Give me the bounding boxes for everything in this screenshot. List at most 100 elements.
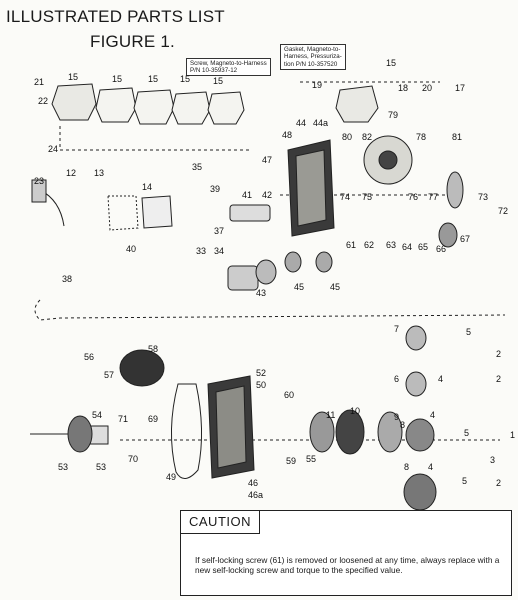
part-number-4: 4 <box>438 374 443 384</box>
cover-plate <box>141 195 173 229</box>
part-number-72: 72 <box>498 206 508 216</box>
screw-callout: Screw, Magneto-to-Harness P/N 10-35937-1… <box>186 58 271 77</box>
part-number-8: 8 <box>400 420 405 430</box>
part-number-49: 49 <box>166 472 176 482</box>
part-number-14: 14 <box>142 182 152 192</box>
alignment-line <box>34 299 506 321</box>
shaft-gear <box>67 415 93 453</box>
part-number-45: 45 <box>330 282 340 292</box>
part-number-66: 66 <box>436 244 446 254</box>
clutch-disc <box>309 411 335 453</box>
part-number-41: 41 <box>242 190 252 200</box>
part-number-53: 53 <box>58 462 68 472</box>
part-number-23: 23 <box>34 176 44 186</box>
part-number-8: 8 <box>404 462 409 472</box>
part-number-17: 17 <box>455 83 465 93</box>
part-number-46a: 46a <box>248 490 263 500</box>
part-number-20: 20 <box>422 83 432 93</box>
part-number-80: 80 <box>342 132 352 142</box>
part-number-10: 10 <box>350 406 360 416</box>
clutch-disc <box>335 409 365 455</box>
part-number-74: 74 <box>340 192 350 202</box>
part-number-39: 39 <box>210 184 220 194</box>
page-title: ILLUSTRATED PARTS LIST <box>6 7 225 26</box>
magneto-cap <box>133 89 175 125</box>
part-number-57: 57 <box>104 370 114 380</box>
part-number-76: 76 <box>408 192 418 202</box>
gasket-callout: Gasket, Magneto-to- Harness, Pressuriza-… <box>280 44 346 71</box>
part-number-43: 43 <box>256 288 266 298</box>
magneto-cap <box>171 91 211 125</box>
part-number-40: 40 <box>126 244 136 254</box>
gasket-callout-line: tion P/N 10-357520 <box>284 60 338 68</box>
part-number-1: 1 <box>510 430 515 440</box>
capacitor-part <box>227 265 259 291</box>
part-number-5: 5 <box>464 428 469 438</box>
part-number-4: 4 <box>428 462 433 472</box>
impulse-coupling <box>405 418 435 452</box>
part-number-45: 45 <box>294 282 304 292</box>
part-number-2: 2 <box>496 349 501 359</box>
part-number-5: 5 <box>466 327 471 337</box>
part-number-15: 15 <box>386 58 396 68</box>
screw-callout-line: P/N 10-35937-12 <box>190 67 238 75</box>
part-number-22: 22 <box>38 96 48 106</box>
part-number-54: 54 <box>92 410 102 420</box>
harness-connector <box>31 179 47 203</box>
part-number-69: 69 <box>148 414 158 424</box>
part-number-48: 48 <box>282 130 292 140</box>
part-number-75: 75 <box>362 192 372 202</box>
part-number-70: 70 <box>128 454 138 464</box>
part-number-6: 6 <box>394 374 399 384</box>
lower-housing-face <box>215 385 247 469</box>
part-number-35: 35 <box>192 162 202 172</box>
part-number-7: 7 <box>394 324 399 334</box>
part-number-77: 77 <box>428 192 438 202</box>
gasket-loop <box>171 383 203 479</box>
part-number-52: 52 <box>256 368 266 378</box>
part-number-15: 15 <box>68 72 78 82</box>
part-number-62: 62 <box>364 240 374 250</box>
spring-part <box>315 251 333 273</box>
part-number-56: 56 <box>84 352 94 362</box>
caution-heading: CAUTION <box>181 511 260 534</box>
part-number-73: 73 <box>478 192 488 202</box>
part-number-19: 19 <box>312 80 322 90</box>
magneto-cap <box>207 91 245 125</box>
part-number-81: 81 <box>452 132 462 142</box>
part-number-3: 3 <box>490 455 495 465</box>
part-number-18: 18 <box>398 83 408 93</box>
caution-box: CAUTION If self-locking screw (61) is re… <box>180 510 512 596</box>
part-number-15: 15 <box>112 74 122 84</box>
part-number-34: 34 <box>214 246 224 256</box>
screw-callout-line: Screw, Magneto-to-Harness <box>190 60 267 67</box>
part-number-47: 47 <box>262 155 272 165</box>
magneto-cap <box>51 83 97 121</box>
part-number-44: 44 <box>296 118 306 128</box>
part-number-64: 64 <box>402 242 412 252</box>
part-number-38: 38 <box>62 274 72 284</box>
gasket-callout-line: Gasket, Magneto-to- <box>284 46 341 53</box>
drive-hub <box>405 371 427 397</box>
part-number-9: 9 <box>394 412 399 422</box>
part-number-2: 2 <box>496 478 501 488</box>
part-number-24: 24 <box>48 144 58 154</box>
housing-face <box>295 149 327 227</box>
part-number-79: 79 <box>388 110 398 120</box>
part-number-37: 37 <box>214 226 224 236</box>
part-number-11: 11 <box>326 410 335 420</box>
part-number-60: 60 <box>284 390 294 400</box>
part-number-15: 15 <box>180 74 190 84</box>
clutch-disc <box>377 411 403 453</box>
part-number-53: 53 <box>96 462 106 472</box>
gasket-outline <box>107 195 139 231</box>
magneto-cap <box>95 87 137 123</box>
rotor-magnet <box>119 349 165 387</box>
figure-label: FIGURE 1. <box>90 32 175 51</box>
part-number-58: 58 <box>148 344 158 354</box>
part-number-61: 61 <box>346 240 356 250</box>
part-number-65: 65 <box>418 242 428 252</box>
